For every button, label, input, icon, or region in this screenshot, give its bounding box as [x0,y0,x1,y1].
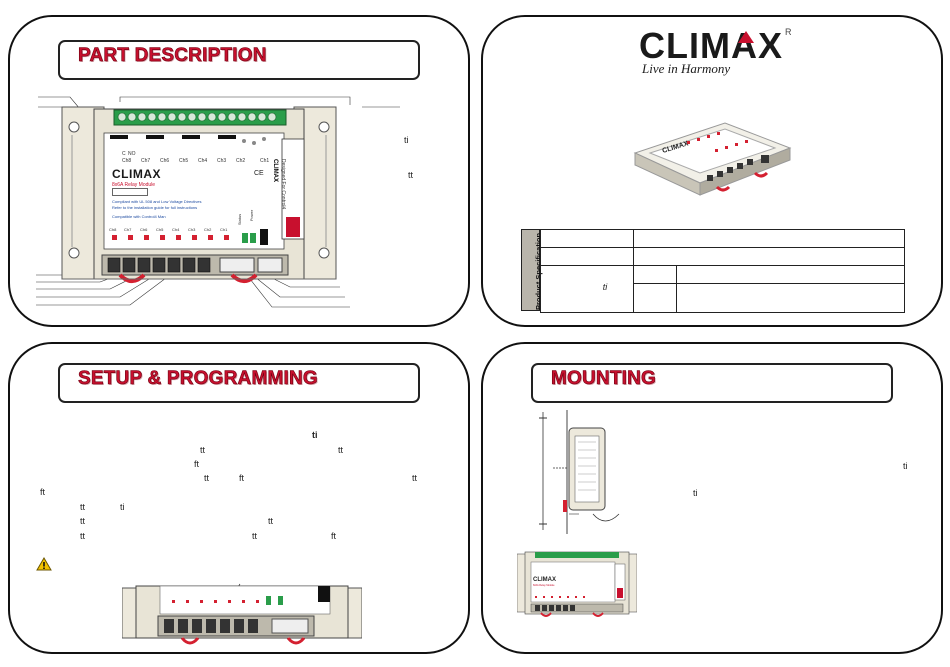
part-description-panel: PART DESCRIPTION ti tt [8,15,470,327]
ch-label: Ch5 [179,158,189,164]
brand-panel: CLIMAX R Live in Harmony CLIMAX Product … [481,15,943,327]
mini-module-name: 8x6A Relay Module [533,584,555,587]
logo-text: CLIMAX [639,25,783,66]
compat-text: Compatible with Control4 Man [112,214,166,219]
text-fragment: tt [204,473,210,483]
setup-title: SETUP & PROGRAMMING [78,368,318,390]
registered-mark: R [785,27,792,37]
product-image: CLIMAX [633,122,792,196]
text-fragment: ft [331,531,337,541]
module-brand: CLIMAX [112,167,161,181]
text-fragment: ti [120,502,125,512]
status-label: Status [237,213,243,226]
climax-logo: CLIMAX R [639,25,792,67]
ch-label: Ch3 [217,158,227,164]
text-fragment: ti [693,488,698,498]
text-fragment: ft [194,459,200,469]
mounting-panel: MOUNTING ti ti CLIMAX 8x6A Relay Module [481,342,943,654]
spec-side-label: Product Specification [521,229,543,311]
text-fragment: tt [268,516,274,526]
side-text: Designed For Control4 [280,159,286,210]
ch-label: Ch2 [204,227,212,232]
part-description-header: PART DESCRIPTION [58,40,420,80]
ch-label: Ch4 [198,158,208,164]
mounting-title: MOUNTING [551,368,657,390]
mounted-module-front-view: CLIMAX 8x6A Relay Module [517,551,637,617]
ch-label: Ch2 [236,158,246,164]
warning-icon [36,557,52,571]
module-closeup-diagram [122,583,362,645]
compliance-text: Compliant with UL 508 and Low Voltage Di… [112,199,202,204]
ch-label: Ch1 [220,227,228,232]
spec-table: ti [540,229,905,313]
text-fragment: tt [200,445,206,455]
ch-label: Ch7 [141,158,151,164]
setup-panel: SETUP & PROGRAMMING ti tt tt ft tt ft tt… [8,342,470,654]
text-fragment: ti [602,282,608,292]
compliance-text: Refer to the installation guide for full… [112,205,198,210]
power-label: Power [249,209,255,222]
tagline: Live in Harmony [642,61,731,76]
text-fragment: ti [404,135,409,145]
ch-label: Ch6 [140,227,148,232]
din-rail-side-view [539,410,620,534]
serial-box [112,188,148,196]
text-fragment: tt [80,531,86,541]
text-fragment: tt [80,502,86,512]
part-description-title: PART DESCRIPTION [78,45,267,67]
ch-label: Ch4 [172,227,180,232]
text-fragment: tt [412,473,418,483]
ch-label: Ch6 [160,158,170,164]
text-fragment: ti [903,461,908,471]
text-fragment: tt [408,170,414,180]
terminal-label: NO [128,151,136,157]
setup-header: SETUP & PROGRAMMING [58,363,420,403]
mini-brand: CLIMAX [533,577,556,583]
ch-label: Ch8 [122,158,132,164]
text-fragment: ti [312,430,318,440]
ch-label: Ch7 [124,227,132,232]
terminal-label: C [122,151,126,157]
mounting-header: MOUNTING [531,363,893,403]
ch-label: Ch8 [109,227,117,232]
text-fragment: tt [80,516,86,526]
ch-label: Ch1 [260,158,270,164]
logo-accent [738,31,754,43]
relay-module-diagram: CE [36,96,400,308]
text-fragment: tt [338,445,344,455]
module-name: 8x6A Relay Module [112,182,156,188]
ch-label: Ch5 [156,227,164,232]
text-fragment: tt [252,531,258,541]
ch-label: Ch3 [188,227,196,232]
text-fragment: ft [40,487,46,497]
side-brand: CLIMAX [272,159,278,182]
text-fragment: ft [239,473,245,483]
ce-mark: CE [254,170,264,177]
